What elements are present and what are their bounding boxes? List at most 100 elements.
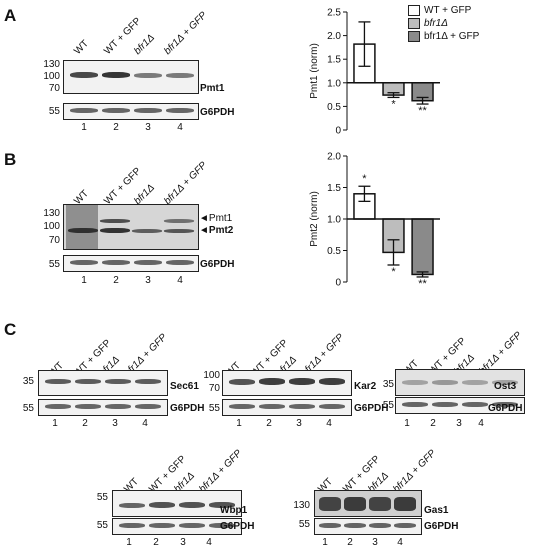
lane-number: 4	[177, 122, 183, 133]
lane-label-bfr1-gfp: bfr1Δ + GFP	[197, 447, 245, 495]
y-tick-label: 1.5	[327, 183, 341, 194]
panel-label-b: B	[4, 150, 17, 169]
control-label-g6pdh: G6PDH	[424, 521, 459, 532]
significance-marker: *	[391, 98, 396, 110]
y-tick-label: 2.5	[327, 8, 341, 19]
lane-number: 2	[347, 537, 353, 548]
mw-marker: 35	[22, 376, 34, 387]
mw-marker: 55	[96, 492, 108, 503]
legend-item: bfr1Δ + GFP	[408, 30, 479, 43]
lane-number: 4	[177, 275, 183, 286]
protein-label-wbp1: Wbp1	[220, 505, 248, 516]
protein-label-pmt2: ◄Pmt2	[199, 225, 234, 236]
lane-label-bfr1-gfp: bfr1Δ + GFP	[162, 159, 210, 207]
band	[102, 72, 130, 78]
legend-label: bfr1Δ	[424, 18, 448, 29]
blot-sec61	[38, 370, 168, 396]
blot-g6pdh	[38, 399, 168, 416]
y-tick-label: 0.5	[327, 102, 341, 113]
y-axis-label: Pmt2 (norm)	[309, 191, 320, 247]
legend-swatch	[408, 18, 420, 29]
lane-number: 1	[126, 537, 132, 548]
lane-number: 3	[180, 537, 186, 548]
mw-marker: 130	[43, 59, 60, 70]
y-tick-label: 0	[335, 126, 341, 137]
protein-label-gas1: Gas1	[424, 505, 449, 516]
lane-number: 2	[430, 418, 436, 429]
mw-marker: 70	[48, 83, 60, 94]
lane-number: 4	[478, 418, 484, 429]
mw-marker: 70	[48, 235, 60, 246]
lane-number: 4	[397, 537, 403, 548]
mw-marker: 100	[203, 370, 220, 381]
panel-label-a: A	[4, 6, 17, 25]
lane-number: 1	[322, 537, 328, 548]
lane-number: 1	[81, 122, 87, 133]
y-tick-label: 2.0	[327, 31, 341, 42]
mw-marker: 130	[43, 208, 60, 219]
band	[166, 73, 194, 78]
blot-gas1	[314, 490, 422, 517]
blot-pmt1	[63, 60, 199, 94]
blot-pmt	[63, 204, 199, 250]
legend-item: WT + GFP	[408, 4, 479, 17]
significance-marker: **	[418, 105, 427, 117]
y-tick-label: 0	[335, 278, 341, 289]
control-label-g6pdh: G6PDH	[220, 521, 255, 532]
blot-g6pdh	[222, 399, 352, 416]
significance-marker: **	[418, 278, 427, 290]
panel-label-c: C	[4, 320, 17, 339]
control-label-g6pdh: G6PDH	[170, 403, 205, 414]
y-tick-label: 1.0	[327, 78, 341, 89]
blot-ost3	[395, 369, 525, 396]
lane-number: 3	[372, 537, 378, 548]
lane-number: 4	[206, 537, 212, 548]
protein-label-pmt1: ◄Pmt1	[199, 213, 233, 224]
mw-marker: 55	[382, 400, 394, 411]
mw-marker: 130	[293, 500, 310, 511]
lane-number: 3	[296, 418, 302, 429]
control-label-g6pdh: G6PDH	[200, 107, 235, 118]
lane-label-wt: WT	[72, 38, 91, 57]
blot-g6pdh	[314, 518, 422, 535]
blot-g6pdh	[63, 255, 199, 272]
lane-number: 1	[81, 275, 87, 286]
control-label-g6pdh: G6PDH	[354, 403, 389, 414]
lane-label-bfr1: bfr1Δ	[132, 32, 157, 57]
lane-number: 1	[404, 418, 410, 429]
control-label-g6pdh: G6PDH	[200, 259, 235, 270]
lane-number: 4	[142, 418, 148, 429]
lane-number: 3	[145, 122, 151, 133]
lane-label-bfr1-gfp: bfr1Δ + GFP	[391, 447, 439, 495]
legend-label: WT + GFP	[424, 5, 472, 16]
blot-g6pdh	[63, 103, 199, 120]
mw-marker: 100	[43, 71, 60, 82]
mw-marker: 70	[208, 383, 220, 394]
blot-kar2	[222, 370, 352, 396]
mw-marker: 55	[22, 403, 34, 414]
legend-swatch	[408, 31, 420, 42]
band	[134, 73, 162, 78]
mw-marker: 55	[298, 519, 310, 530]
protein-label-kar2: Kar2	[354, 381, 377, 392]
lane-number: 2	[82, 418, 88, 429]
lane-number: 2	[153, 537, 159, 548]
blot-wbp1	[112, 490, 242, 517]
lane-number: 1	[52, 418, 58, 429]
lane-number: 3	[145, 275, 151, 286]
bar	[411, 218, 434, 276]
blot-g6pdh	[395, 397, 525, 414]
mw-marker: 55	[96, 520, 108, 531]
y-tick-label: 1.5	[327, 55, 341, 66]
legend-label: bfr1Δ + GFP	[424, 31, 480, 42]
mw-marker: 100	[43, 221, 60, 232]
mw-marker: 55	[208, 403, 220, 414]
chart-legend: WT + GFP bfr1Δ bfr1Δ + GFP	[408, 4, 479, 43]
y-tick-label: 1.0	[327, 215, 341, 226]
lane-number: 1	[236, 418, 242, 429]
mw-marker: 55	[48, 106, 60, 117]
band	[70, 72, 98, 78]
lane-number: 3	[456, 418, 462, 429]
